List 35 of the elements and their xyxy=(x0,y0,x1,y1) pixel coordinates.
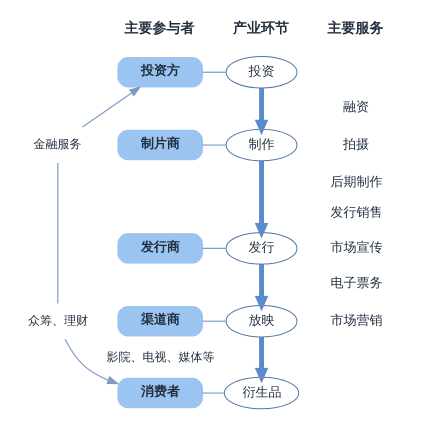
label: 市场宣传 xyxy=(330,240,382,256)
node-box: 发行商 xyxy=(116,233,202,264)
node-ellipse: 发行 xyxy=(225,232,297,265)
label: 市场营销 xyxy=(330,314,382,329)
label: 后期制作 xyxy=(330,174,382,190)
arrow xyxy=(254,88,268,136)
label: 产业环节 xyxy=(232,20,288,37)
connector xyxy=(56,162,58,304)
node-ellipse: 衍生品 xyxy=(223,376,299,410)
connector xyxy=(202,144,226,146)
connector xyxy=(202,248,226,249)
node-ellipse: 投资 xyxy=(225,56,297,88)
arrow xyxy=(82,86,141,128)
label: 拍摄 xyxy=(342,137,369,152)
node-text: 众筹、理财 xyxy=(27,313,88,328)
connector xyxy=(202,320,226,322)
node-box: 投资方 xyxy=(116,56,202,88)
node-box: 渠道商 xyxy=(116,306,202,336)
connector xyxy=(202,392,224,394)
label: 主要参与者 xyxy=(124,20,194,37)
label: 电子票务 xyxy=(330,276,382,292)
connector xyxy=(202,72,226,73)
arrow xyxy=(254,264,268,312)
label: 发行销售 xyxy=(330,205,382,220)
node-ellipse: 制作 xyxy=(225,128,297,162)
arrow xyxy=(254,161,268,239)
arrow xyxy=(254,337,268,384)
node-label: 影院、电视、媒体等 xyxy=(106,350,214,364)
node-ellipse: 放映 xyxy=(225,304,297,338)
arrow xyxy=(64,339,119,384)
label: 融资 xyxy=(342,100,369,116)
label: 主要服务 xyxy=(326,20,383,37)
node-text: 金融服务 xyxy=(33,137,82,152)
node-box: 制片商 xyxy=(116,130,202,160)
node-box: 消费者 xyxy=(116,378,202,408)
